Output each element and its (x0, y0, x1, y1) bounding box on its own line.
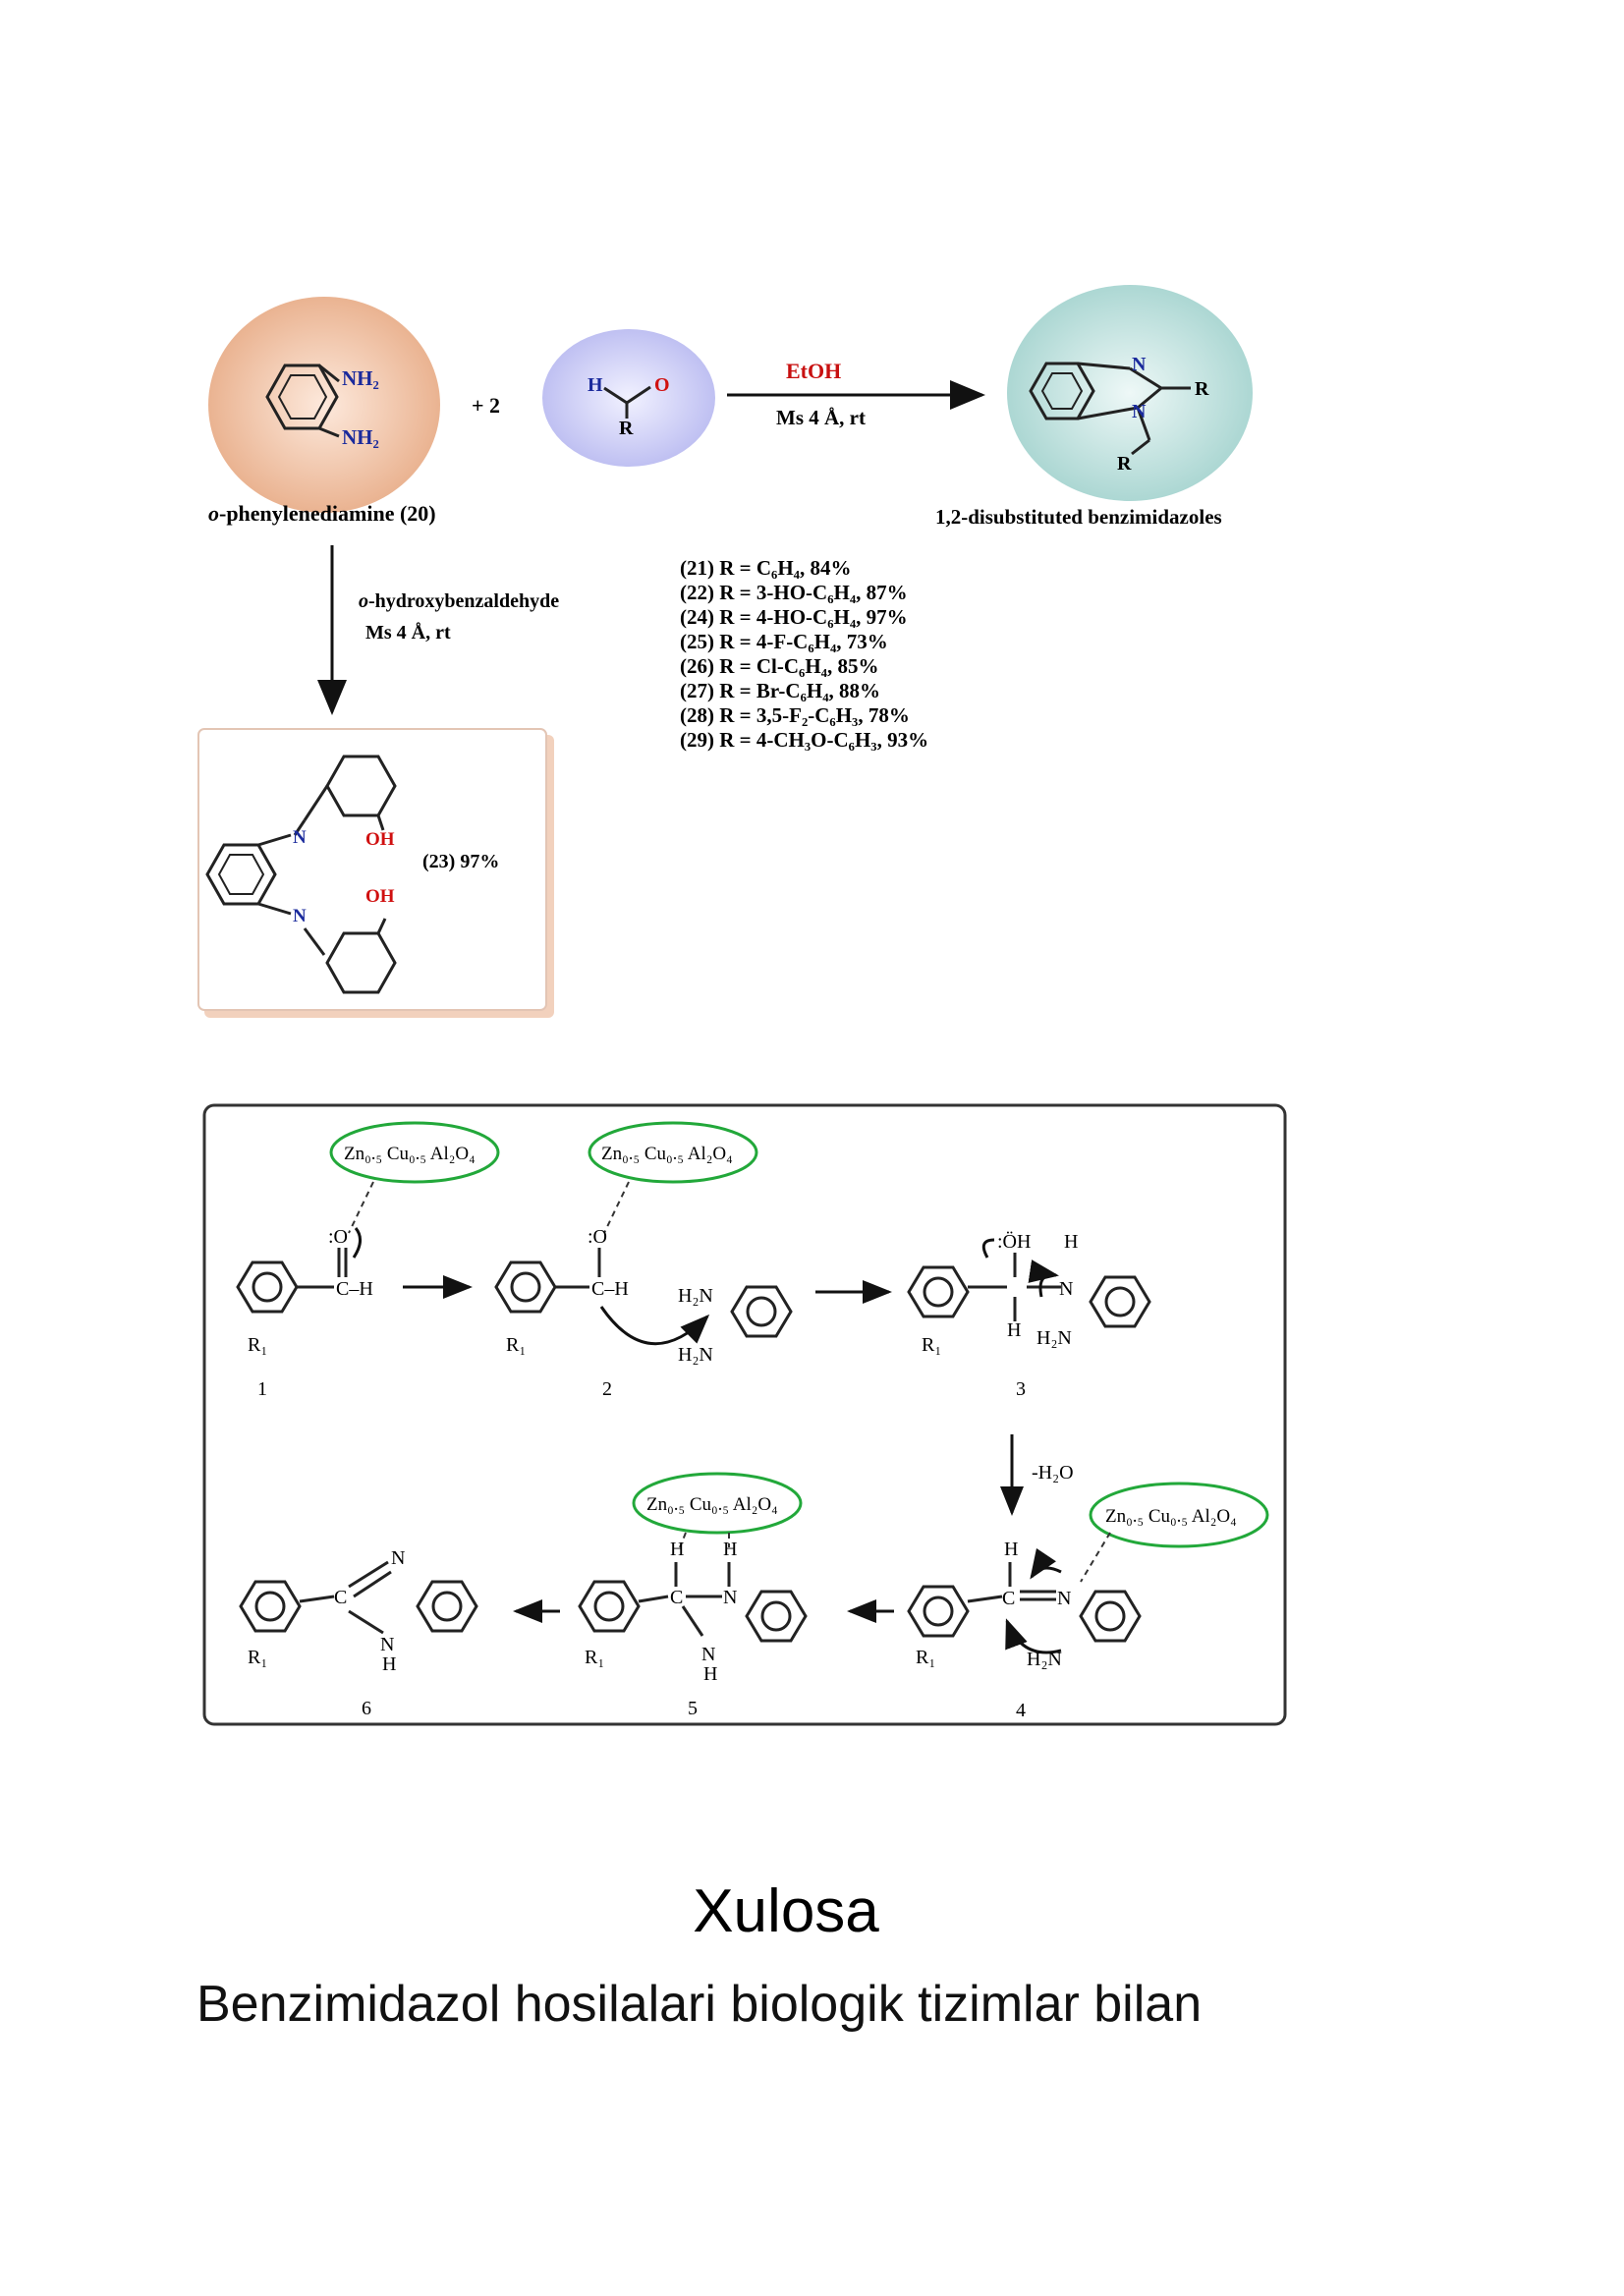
atom-label: H₂N (1027, 1649, 1062, 1670)
atom-label: H (382, 1653, 396, 1675)
atom-label: C (670, 1587, 683, 1608)
atom-label: H (1064, 1231, 1078, 1253)
side-product-box (197, 728, 547, 1011)
side-product-n-bottom: N (293, 906, 307, 926)
benzimidazole-structure (1029, 362, 1191, 456)
scheme-1: NH₂ NH₂ o-phenylenediamine (20) + 2 H O … (197, 285, 1253, 1018)
yield-line: (24) R = 4-HO-C₆H₄, 97% (680, 605, 908, 629)
compound-number: 2 (602, 1378, 612, 1400)
atom-label: H₂N (1036, 1327, 1072, 1349)
phenylenediamine-structure (265, 364, 340, 438)
r1-label: R₁ (922, 1334, 941, 1356)
r1-label: R₁ (248, 1647, 267, 1668)
atom-label: H (1007, 1319, 1021, 1341)
yield-line: (25) R = 4-F-C₆H₄, 73% (680, 630, 888, 653)
atom-label: :ÖH (997, 1230, 1031, 1253)
product-label: 1,2-disubstituted benzimidazoles (935, 505, 1222, 529)
yield-line: (22) R = 3-HO-C₆H₄, 87% (680, 581, 908, 604)
atom-label: H (670, 1539, 684, 1560)
atom-label: H₂N (678, 1344, 713, 1366)
atom-label: C–H (591, 1278, 629, 1300)
mechanism-frame (202, 1103, 1287, 1726)
atom-label: C–H (336, 1278, 373, 1300)
conclusion-text: Benzimidazol hosilalari biologik tizimla… (196, 1976, 1203, 2033)
side-product-label: (23) 97% (422, 851, 499, 872)
yield-line: (27) R = Br-C₆H₄, 88% (680, 679, 880, 702)
catalyst-ellipse (632, 1472, 803, 1535)
atom-label: N (391, 1547, 405, 1569)
reactant-circle (208, 297, 440, 513)
atom-label: N (701, 1644, 715, 1665)
catalyst-ellipse (329, 1121, 500, 1184)
compound-number: 1 (257, 1378, 267, 1400)
r1-label: R₁ (585, 1647, 604, 1668)
amine-bottom-label: NH₂ (342, 425, 379, 449)
r1-label: R₁ (248, 1334, 267, 1356)
mechanism-atoms: :O C–H :O C–H H₂N H₂N :ÖH H N H H₂N H C … (248, 1226, 1078, 1721)
side-reagent: o-hydroxybenzaldehyde (359, 590, 559, 612)
yield-line: (21) R = C₆H₄, 84% (680, 556, 851, 580)
catalyst-ellipse (588, 1121, 758, 1184)
catalyst-label: Zn₀.₅ Cu₀.₅ Al₂O₄ (646, 1494, 778, 1515)
amine-top-label: NH₂ (342, 366, 379, 390)
compound-number: 5 (688, 1698, 698, 1719)
aldehyde-structure (603, 385, 651, 419)
yield-line: (29) R = 4-CH₃O-C₆H₃, 93% (680, 728, 928, 752)
catalyst-label: Zn₀.₅ Cu₀.₅ Al₂O₄ (1105, 1506, 1237, 1527)
atom-label: :O (328, 1226, 348, 1248)
compound-number: 4 (1016, 1700, 1026, 1721)
reagent-bottom: Ms 4 Å, rt (776, 406, 866, 429)
atom-label: N (380, 1634, 394, 1655)
yields-list: (21) R = C₆H₄, 84% (22) R = 3-HO-C₆H₄, 8… (680, 556, 928, 752)
catalyst-ellipse (1089, 1482, 1269, 1548)
side-product-oh-top: OH (365, 829, 395, 850)
mechanism-arrows (352, 1227, 1062, 1654)
aldehyde-r: R (619, 418, 634, 439)
mechanism-rings (236, 1248, 1151, 1643)
atom-label: H (703, 1663, 717, 1685)
side-product-oh-bottom: OH (365, 886, 395, 907)
product-n-bottom: N (1132, 401, 1147, 422)
aldehyde-h: H (588, 374, 603, 396)
catalyst-label: Zn₀.₅ Cu₀.₅ Al₂O₄ (601, 1144, 733, 1164)
reactant-label: o-phenylenediamine (20) (208, 501, 436, 526)
coordination-lines (348, 1181, 1111, 1583)
water-loss-label: -H₂O (1032, 1462, 1074, 1484)
conclusion-heading: Xulosa (693, 1877, 879, 1945)
catalyst-label: Zn₀.₅ Cu₀.₅ Al₂O₄ (344, 1144, 476, 1164)
atom-label: :O (588, 1226, 607, 1248)
atom-label: H (1004, 1539, 1018, 1560)
atom-label: N (723, 1587, 737, 1608)
side-product-n-top: N (293, 827, 307, 848)
atom-label: N (1059, 1278, 1073, 1300)
yield-line: (26) R = Cl-C₆H₄, 85% (680, 654, 878, 678)
side-conditions: Ms 4 Å, rt (365, 621, 451, 644)
atom-label: H₂N (678, 1285, 713, 1307)
reagent-top: EtOH (786, 359, 841, 383)
atom-label: C (1002, 1588, 1015, 1609)
yield-line: (28) R = 3,5-F₂-C₆H₃, 78% (680, 703, 910, 727)
r1-label: R₁ (916, 1647, 935, 1668)
salen-structure (205, 755, 397, 994)
atom-label: C (334, 1587, 347, 1608)
product-r-bottom: R (1117, 453, 1132, 475)
product-circle (1007, 285, 1253, 501)
compound-number: 6 (362, 1698, 371, 1719)
r1-label: R₁ (506, 1334, 526, 1356)
aldehyde-circle (542, 329, 715, 467)
compound-number: 3 (1016, 1378, 1026, 1400)
atom-label: N (1057, 1588, 1071, 1609)
atom-label: H (723, 1539, 737, 1560)
scheme-2: Zn₀.₅ Cu₀.₅ Al₂O₄ Zn₀.₅ Cu₀.₅ Al₂O₄ Zn₀.… (202, 1103, 1287, 1726)
product-r-side: R (1195, 378, 1209, 400)
product-n-top: N (1132, 354, 1147, 375)
aldehyde-o: O (654, 374, 670, 396)
plus-two: + 2 (472, 393, 500, 418)
